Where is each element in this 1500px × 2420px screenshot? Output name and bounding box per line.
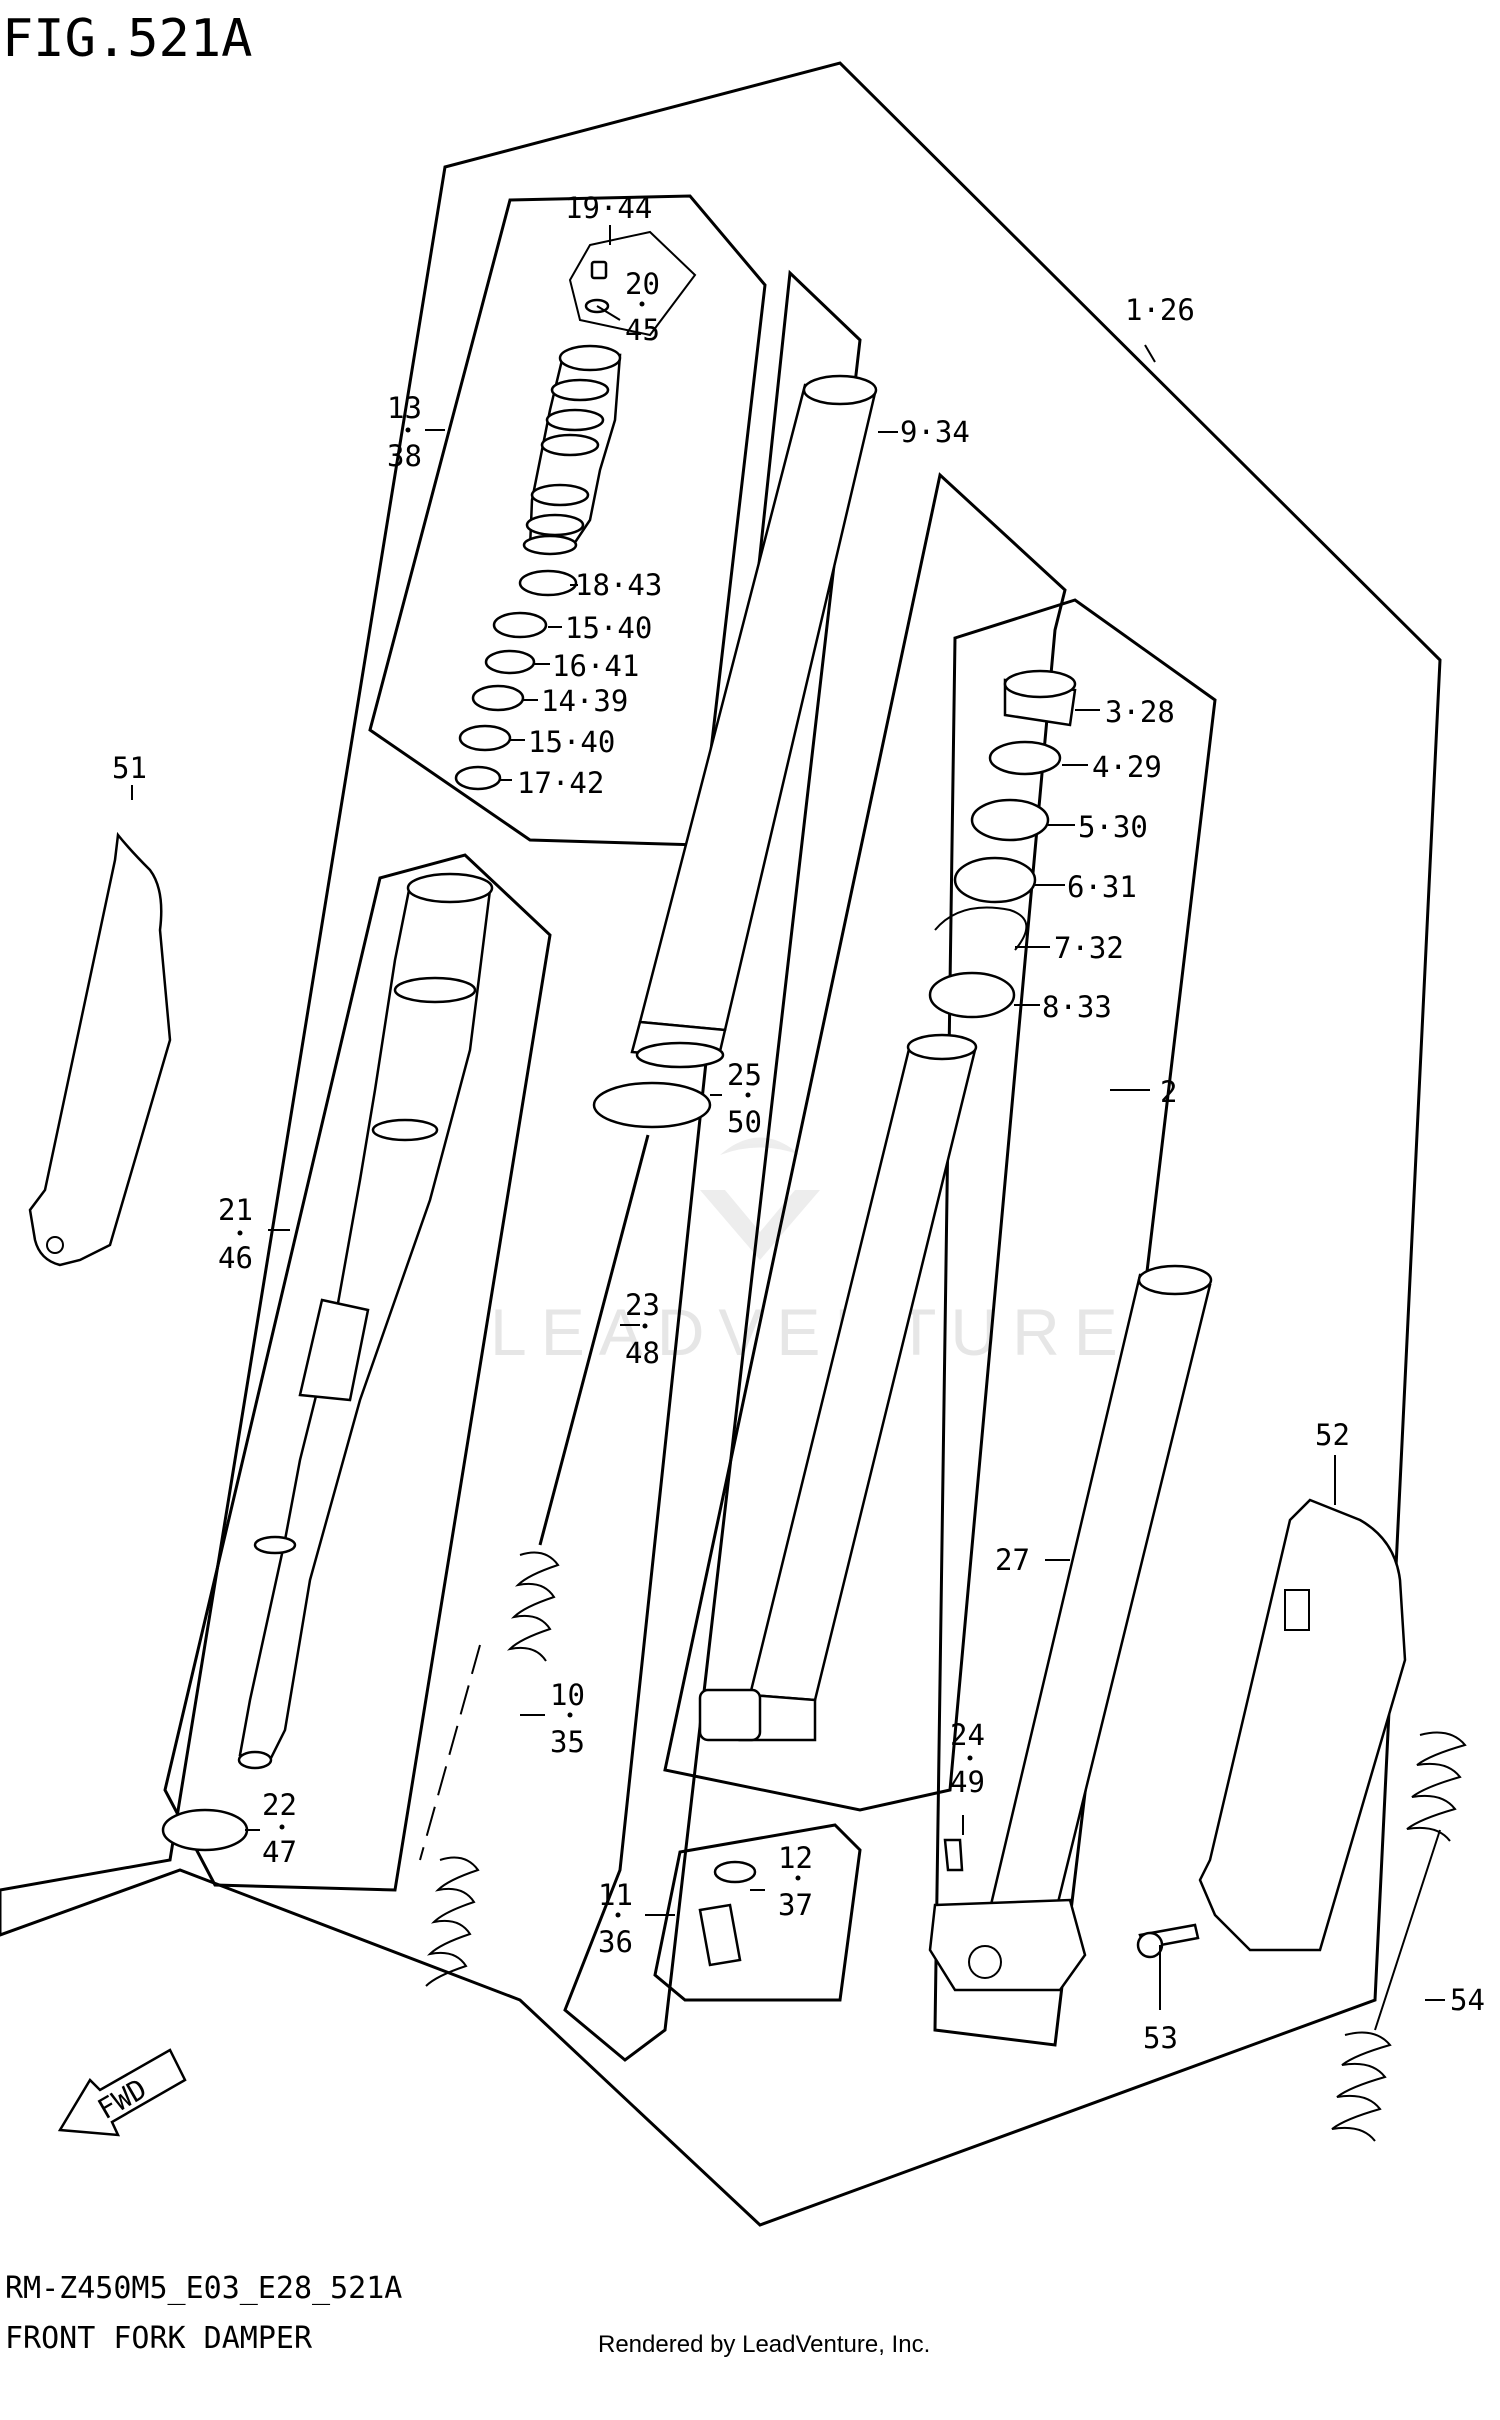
valve-group	[698, 1860, 757, 1967]
callout-6-31: 6·31	[1067, 870, 1137, 904]
callout-17-42: 17·42	[517, 766, 604, 800]
guard-left-bolt	[46, 1236, 64, 1254]
callout-46: 46	[218, 1241, 253, 1275]
callout-38: 38	[387, 439, 422, 473]
outer-assembly-frame	[0, 61, 1442, 2227]
inner-tube-frame	[563, 269, 862, 2062]
callout-13: 13	[387, 391, 422, 425]
seal-ring-stack	[454, 569, 578, 791]
callout-20: 20	[625, 267, 660, 301]
o-ring-25	[592, 1081, 712, 1129]
cylinder-assembly	[237, 872, 494, 1770]
callout-10: 10	[550, 1678, 585, 1712]
callout-50: 50	[727, 1105, 762, 1139]
callout-7-32: 7·32	[1054, 931, 1124, 965]
callout-21: 21	[218, 1193, 253, 1227]
callout-labels: 19·44 20 45 13 38 1·26 9·34 18·43 15·40 …	[112, 191, 1485, 2055]
callout-24: 24	[950, 1718, 985, 1752]
callout-4-29: 4·29	[1092, 750, 1162, 784]
callout-14-39: 14·39	[541, 684, 628, 718]
callout-52: 52	[1315, 1418, 1350, 1452]
callout-3-28: 3·28	[1105, 695, 1175, 729]
callout-15-40b: 15·40	[528, 725, 615, 759]
valve-frame	[653, 1823, 862, 2002]
bolt-24	[943, 1838, 964, 1872]
callout-51: 51	[112, 751, 147, 785]
inner-tube	[630, 374, 878, 1069]
callout-25: 25	[727, 1058, 762, 1092]
callout-35: 35	[550, 1725, 585, 1759]
callout-23: 23	[625, 1288, 660, 1322]
callout-27: 27	[995, 1543, 1030, 1577]
damper-cap-group	[568, 230, 697, 337]
callout-45: 45	[625, 313, 660, 347]
figure-title: FIG.521A	[2, 9, 252, 69]
damper-rod	[538, 1134, 650, 1546]
footer-name: FRONT FORK DAMPER	[5, 2321, 313, 2356]
fork-guard-left	[28, 831, 172, 1267]
callout-5-30: 5·30	[1078, 810, 1148, 844]
callout-19-44: 19·44	[565, 191, 652, 225]
guard-right-clip	[1284, 1589, 1310, 1631]
footer-model-code: RM-Z450M5_E03_E28_521A	[5, 2271, 402, 2306]
callout-47: 47	[262, 1835, 297, 1869]
callout-dots	[237, 301, 973, 1918]
leader-lines	[131, 225, 1445, 2010]
callout-8-33: 8·33	[1042, 990, 1112, 1024]
callout-15-40a: 15·40	[565, 611, 652, 645]
callout-54: 54	[1450, 1983, 1485, 2017]
watermark-logo	[700, 1137, 820, 1260]
callout-36: 36	[598, 1925, 633, 1959]
outer-tube	[698, 1033, 978, 1742]
footer-credit: Rendered by LeadVenture, Inc.	[598, 2331, 930, 2358]
callout-53: 53	[1143, 2021, 1178, 2055]
callout-22: 22	[262, 1788, 297, 1822]
lower-tube	[928, 1264, 1213, 1992]
seal-stack	[928, 669, 1077, 1019]
cartridge-rod-assembly	[522, 344, 622, 556]
callout-1-26: 1·26	[1125, 293, 1195, 327]
outer-tube-frame	[663, 472, 1067, 1812]
callout-9-34: 9·34	[900, 415, 970, 449]
ring-22	[161, 1808, 249, 1852]
fork-guard-right	[1198, 1498, 1407, 1952]
callout-18-43: 18·43	[575, 568, 662, 602]
callout-12: 12	[778, 1841, 813, 1875]
watermark-text: LEADVENTURE	[490, 1295, 1132, 1369]
main-spring	[1331, 1731, 1467, 2142]
callout-48: 48	[625, 1336, 660, 1370]
rebound-spring	[419, 1551, 560, 1987]
callout-16-41: 16·41	[552, 649, 639, 683]
callout-37: 37	[778, 1888, 813, 1922]
cylinder-frame	[163, 853, 552, 1892]
callout-2: 2	[1160, 1075, 1177, 1109]
callout-11: 11	[598, 1878, 633, 1912]
fwd-arrow: FWD	[57, 2048, 187, 2137]
callout-49: 49	[950, 1765, 985, 1799]
bolt-53-head	[1136, 1931, 1164, 1959]
